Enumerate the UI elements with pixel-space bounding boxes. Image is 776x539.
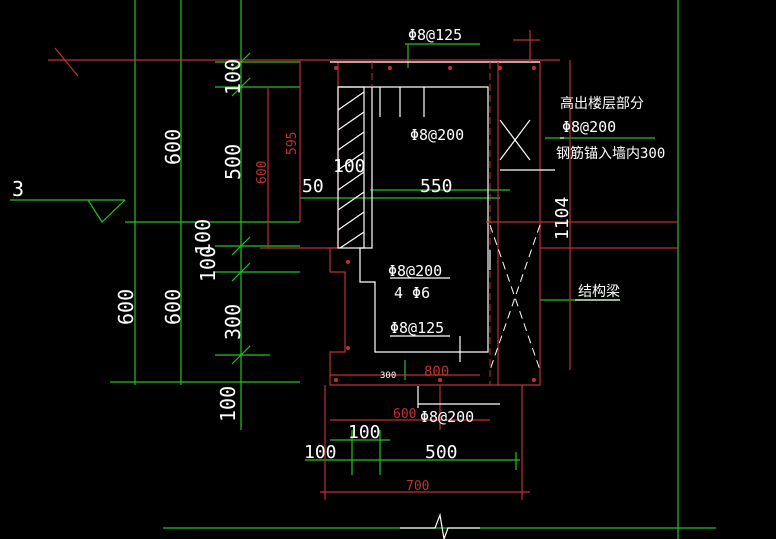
dim-1104: 1104 <box>552 197 573 240</box>
dim-left-600-top: 600 <box>161 129 185 165</box>
dim-w100: 100 <box>333 156 366 177</box>
elevated-part-label: 高出楼层部分 <box>560 95 644 112</box>
rebar-top-label: Φ8@125 <box>408 26 462 44</box>
dim-600-red-side: 600 <box>255 161 270 184</box>
dim-100-top: 100 <box>221 59 245 95</box>
dim-500: 500 <box>221 144 245 180</box>
dim-w550: 550 <box>420 176 453 197</box>
rebar-lower-label: Φ8@125 <box>390 319 444 337</box>
structural-beam-label: 结构梁 <box>578 284 620 300</box>
rebar-bottom-label: Φ8@200 <box>420 408 474 426</box>
rebar-inner-top-label: Φ8@200 <box>410 126 464 144</box>
dim-100-bottom: 100 <box>216 386 240 422</box>
dim-w600-red: 600 <box>393 407 416 422</box>
wall-hatch <box>337 91 365 249</box>
annotation-text: Φ8@125 Φ8@200 高出楼层部分 Φ8@200 钢筋锚入墙内300 Φ8… <box>12 26 665 494</box>
rebar-mid-count-label: 4 Φ6 <box>394 284 430 302</box>
dim-left-600-bottom: 600 <box>114 289 138 325</box>
dim-w300-small: 300 <box>380 371 396 381</box>
dim-w500: 500 <box>425 442 458 463</box>
dim-w700: 700 <box>406 479 429 494</box>
dim-w100-row: 100 <box>348 422 381 443</box>
dim-100-b: 100 <box>196 246 220 282</box>
rebar-mid-label: Φ8@200 <box>388 262 442 280</box>
elevated-rebar-label: Φ8@200 <box>562 118 616 136</box>
level-mark: 3 <box>12 177 24 201</box>
dim-w800: 800 <box>424 364 449 380</box>
dim-100-a: 100 <box>191 219 215 255</box>
anchor-note-label: 钢筋锚入墙内300 <box>556 145 665 162</box>
dim-w100-left: 100 <box>304 442 337 463</box>
rebar-dots <box>334 66 536 382</box>
dim-595-red: 595 <box>285 132 300 155</box>
dimension-lines <box>10 0 716 539</box>
dim-w50: 50 <box>302 176 324 197</box>
wall-outline <box>48 30 678 539</box>
dim-300: 300 <box>221 304 245 340</box>
dim-mid-600-lower: 600 <box>161 289 185 325</box>
